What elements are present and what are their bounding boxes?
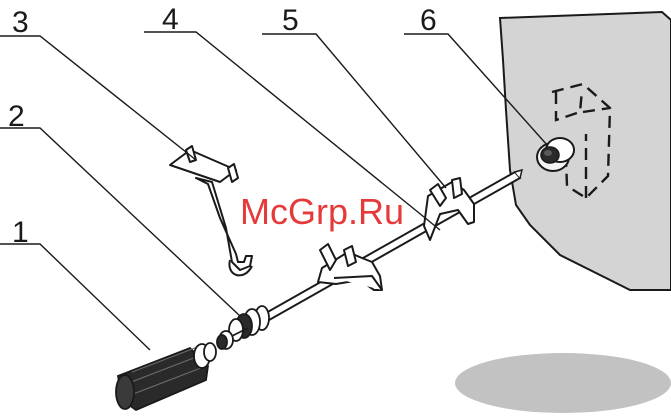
rod-bushing [217,306,269,349]
callout-4: 4 [162,3,179,36]
callout-6: 6 [420,4,437,37]
callout-2: 2 [8,100,25,133]
leader-line-5 [262,34,446,188]
rod-handle [116,343,216,410]
leader-line-3 [0,36,196,160]
callout-3: 3 [12,6,29,39]
fork-near [318,244,382,290]
floor-shadow [455,353,671,413]
callout-5: 5 [282,4,299,37]
oven-wall [500,12,671,290]
watermark: McGrp.Ru [240,191,404,232]
leader-line-1 [0,244,150,350]
callout-1: 1 [12,216,29,249]
fork-far [424,178,474,240]
